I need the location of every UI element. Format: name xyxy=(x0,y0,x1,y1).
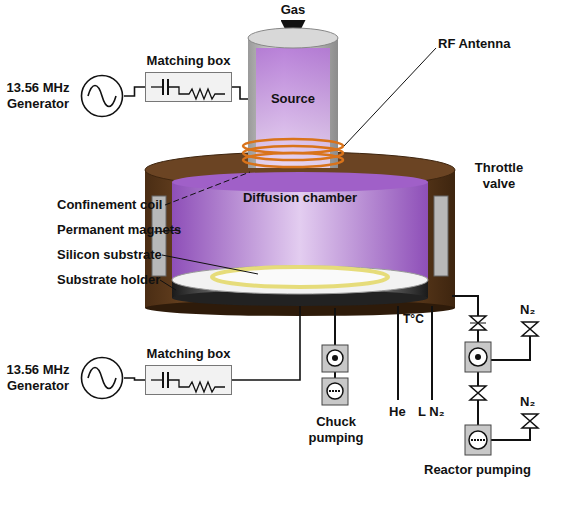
generator-label: 13.56 MHz Generator xyxy=(1,80,75,111)
part-label: RF Antenna xyxy=(438,36,510,52)
part-label: Substrate holder xyxy=(57,272,160,288)
box-label: Matching box xyxy=(147,346,231,362)
part-label: T°C xyxy=(403,312,424,326)
part-label: N₂ xyxy=(520,302,535,318)
matching-box: Matching box xyxy=(145,365,232,395)
rf-generator: 13.56 MHz Generator xyxy=(80,356,124,400)
part-label: Throttle valve xyxy=(464,160,534,191)
part-label: Chuck pumping xyxy=(305,414,367,445)
part-label: Reactor pumping xyxy=(424,462,531,478)
rf-cable xyxy=(232,306,300,380)
part-label: N₂ xyxy=(520,394,535,410)
part-label: Gas xyxy=(281,2,306,18)
part-label: Silicon substrate xyxy=(57,247,162,263)
plasma-source: Source xyxy=(248,60,338,138)
region-label: Diffusion chamber xyxy=(243,190,357,206)
part-label: Confinement coil xyxy=(57,197,162,213)
rf-cable xyxy=(124,378,145,380)
box-label: Matching box xyxy=(147,53,231,69)
part-label: Permanent magnets xyxy=(57,222,181,238)
part-label: He xyxy=(389,404,406,420)
diffusion-chamber: Diffusion chamber xyxy=(145,178,455,306)
generator-label: 13.56 MHz Generator xyxy=(1,362,75,393)
rf-generator: 13.56 MHz Generator xyxy=(80,74,124,118)
region-label: Source xyxy=(271,91,315,107)
rf-cable xyxy=(124,87,145,96)
rf-cable xyxy=(232,87,248,99)
matching-box: Matching box xyxy=(145,72,232,102)
part-label: L N₂ xyxy=(418,404,444,420)
